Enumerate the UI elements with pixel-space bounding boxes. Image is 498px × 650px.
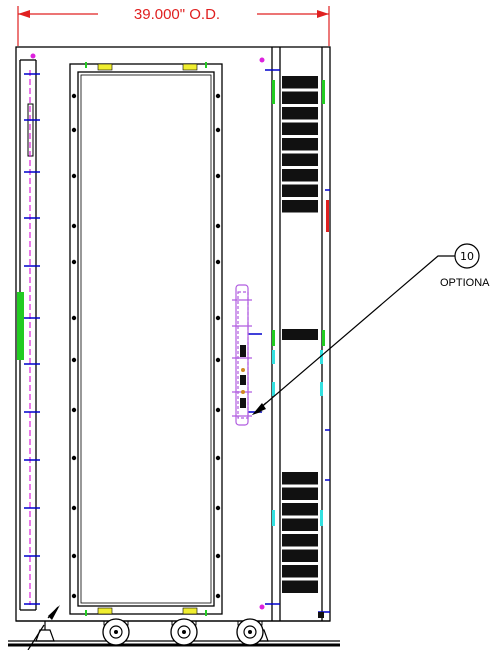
fastener xyxy=(215,553,221,559)
optional-component-accents xyxy=(241,368,245,394)
fastener xyxy=(71,93,77,99)
fastener xyxy=(215,357,221,363)
vent-louver xyxy=(282,329,318,340)
vent-louver xyxy=(282,534,318,547)
fastener xyxy=(215,127,221,133)
fastener xyxy=(71,259,77,265)
fastener xyxy=(71,223,77,229)
overall-dimension xyxy=(17,6,330,46)
arrow-icon xyxy=(252,255,455,415)
vent-louver xyxy=(282,91,318,104)
cabinet-base xyxy=(8,640,340,647)
vent-louver xyxy=(282,76,318,89)
caster-icon xyxy=(102,618,264,646)
vent-louver xyxy=(282,169,318,182)
vent-louver xyxy=(282,153,318,166)
callout-note: OPTIONA xyxy=(440,277,490,289)
fastener xyxy=(71,553,77,559)
foot-leader-line xyxy=(27,624,45,650)
vent-louvers xyxy=(282,76,318,593)
hinge-markers xyxy=(97,63,198,615)
fastener xyxy=(215,505,221,511)
vent-louver xyxy=(282,549,318,562)
vent-louver xyxy=(282,472,318,485)
vent-louver xyxy=(282,107,318,120)
fastener xyxy=(215,455,221,461)
fastener xyxy=(71,505,77,511)
optional-component-parts xyxy=(240,345,246,408)
vent-louver xyxy=(282,518,318,531)
callout-number: 10 xyxy=(460,250,474,263)
vent-louver xyxy=(282,487,318,500)
leveling-foot-icon xyxy=(35,621,269,642)
vent-louver xyxy=(282,565,318,578)
fastener xyxy=(215,315,221,321)
fastener xyxy=(71,315,77,321)
corner-dots xyxy=(30,53,265,610)
caster-icon xyxy=(170,618,198,646)
vent-louver xyxy=(282,122,318,135)
bottom-right-bracket xyxy=(318,612,324,618)
dimension-arrow-left-icon xyxy=(18,10,30,18)
fastener xyxy=(215,407,221,413)
fastener xyxy=(71,593,77,599)
window-frame xyxy=(69,63,223,615)
caster-icon xyxy=(236,618,264,646)
fastener xyxy=(215,259,221,265)
window-green-marks xyxy=(85,62,207,616)
left-green-marker xyxy=(17,292,24,360)
fastener xyxy=(71,455,77,461)
fastener xyxy=(71,173,77,179)
vent-louver xyxy=(282,503,318,516)
vent-louver xyxy=(282,138,318,151)
dimension-label: 39.000" O.D. xyxy=(134,6,220,23)
dimension-arrow-right-icon xyxy=(317,10,329,18)
fastener xyxy=(71,127,77,133)
fastener xyxy=(215,173,221,179)
fastener xyxy=(71,407,77,413)
caster-icon xyxy=(102,618,130,646)
fastener xyxy=(215,593,221,599)
vent-louver xyxy=(282,200,318,213)
vent-louver xyxy=(282,580,318,593)
left-rail-ticks xyxy=(24,73,40,605)
right-side-markers xyxy=(272,80,329,526)
window-fasteners xyxy=(71,93,221,599)
fastener xyxy=(71,357,77,363)
fastener xyxy=(215,93,221,99)
vent-louver xyxy=(282,184,318,197)
fastener xyxy=(215,223,221,229)
